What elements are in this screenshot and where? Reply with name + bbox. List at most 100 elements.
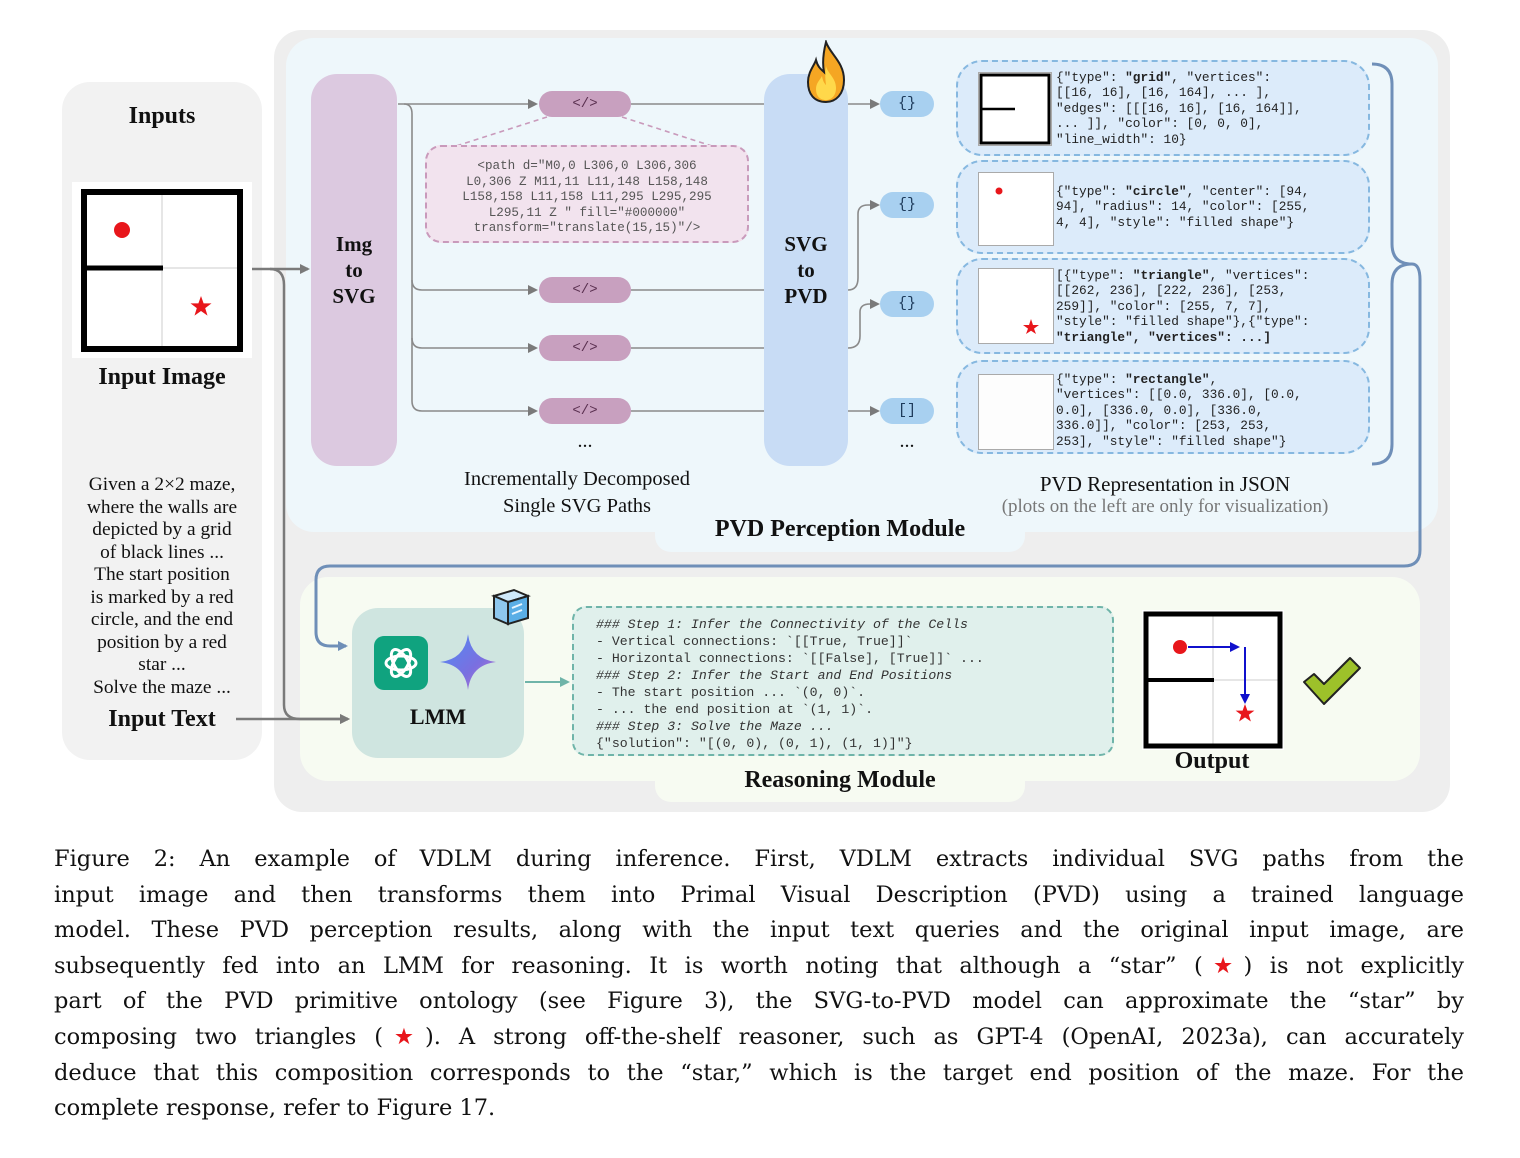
pvd-object-brace: {} xyxy=(880,91,934,117)
svg-path-pill: </> xyxy=(539,277,631,303)
pvd-object-brace: {} xyxy=(880,291,934,317)
input-text-line: Given a 2×2 maze, xyxy=(88,474,236,495)
caption-line: Figure 2: An example of VDLM during infe… xyxy=(54,846,1464,872)
json-line: 4, 4], "style": "filled shape"} xyxy=(1056,214,1295,230)
perception-label-tab xyxy=(655,512,1025,552)
svg-code-box: <path d="M0,0 L306,0 L306,306 L0,306 Z M… xyxy=(425,145,749,243)
json-line: "line_width": 10} xyxy=(1056,131,1187,147)
svg-code-line: <path d="M0,0 L306,0 L306,306 xyxy=(477,159,697,173)
json-grid-box: {"type": "grid", "vertices":[[16, 16], [… xyxy=(956,60,1370,156)
input-image-label: Input Image xyxy=(98,364,226,390)
input-text-line: The start position xyxy=(94,564,230,585)
pvd-ellipsis: ... xyxy=(899,430,915,452)
json-rectangle-text: {"type": "rectangle","vertices": [[0.0, … xyxy=(1056,372,1302,449)
gemini-sparkle-icon xyxy=(440,634,496,690)
input-text-line: circle, and the end xyxy=(90,609,234,630)
caption-line: input image and then transforms them int… xyxy=(54,881,1464,908)
fire-icon xyxy=(806,40,846,104)
circle-preview xyxy=(978,172,1054,246)
svg-code-line: transform="translate(15,15)"/> xyxy=(473,221,701,235)
input-text-line: where the walls are xyxy=(86,496,238,518)
output-label: Output xyxy=(1174,748,1250,774)
svg-code-line: L295,11 Z " fill="#000000" xyxy=(488,205,686,220)
json-grid-text: {"type": "grid", "vertices":[[16, 16], [… xyxy=(1056,70,1302,147)
inputs-title: Inputs xyxy=(128,103,196,129)
svg-code-line: L158,158 L11,158 L11,295 L295,295 xyxy=(462,190,712,204)
json-rectangle-box: {"type": "rectangle","vertices": [[0.0, … xyxy=(956,360,1370,454)
paths-label-line: Incrementally Decomposed xyxy=(464,468,690,490)
json-line: "edges": [[[16, 16], [16, 164]], xyxy=(1056,100,1302,116)
reasoning-label-tab xyxy=(655,760,1025,802)
caption-line: subsequently fed into an LMM for reasoni… xyxy=(54,952,1465,979)
img-to-svg-line: to xyxy=(345,258,363,282)
input-text-line: position by a red xyxy=(97,631,227,653)
img-to-svg-line: Img xyxy=(335,232,373,256)
reasoning-steps-box: ### Step 1: Infer the Connectivity of th… xyxy=(572,606,1114,756)
json-sublabel: (plots on the left are only for visualiz… xyxy=(1001,496,1329,517)
lmm-label: LMM xyxy=(409,704,467,729)
svg-to-pvd-line: SVG xyxy=(784,232,828,256)
step-line: ### Step 1: Infer the Connectivity of th… xyxy=(596,617,968,632)
json-line: "triangle", "vertices": ...] xyxy=(1056,329,1272,345)
json-line: "style": "filled shape"},{"type": xyxy=(1056,314,1310,330)
svg-path-pill: </> xyxy=(539,335,631,361)
input-text-line: is marked by a red xyxy=(90,586,234,608)
json-line: [{"type": "triangle", "vertices": xyxy=(1056,268,1310,283)
json-line: ... ]], "color": [0, 0, 0], xyxy=(1056,116,1264,132)
svg-to-pvd-line: to xyxy=(797,258,815,282)
json-line: "vertices": [[0.0, 336.0], [0.0, xyxy=(1056,387,1302,403)
input-text-line: Solve the maze ... xyxy=(93,676,231,698)
img-to-svg-line: SVG xyxy=(332,284,376,308)
json-line: 94], "radius": 14, "color": [255, xyxy=(1056,199,1310,215)
pvd-array-brace: [] xyxy=(880,398,934,424)
json-label: PVD Representation in JSON xyxy=(1039,472,1291,496)
svg-to-pvd-line: PVD xyxy=(784,284,828,308)
svg-path-pill: </> xyxy=(539,398,631,424)
paths-label: Incrementally Decomposed Single SVG Path… xyxy=(420,466,734,520)
json-line: {"type": "circle", "center": [94, xyxy=(1056,184,1310,199)
json-line: {"type": "rectangle", xyxy=(1056,372,1218,387)
json-line: 259]], "color": [255, 7, 7], xyxy=(1056,298,1272,314)
frozen-cube-icon xyxy=(491,588,531,626)
reasoning-module-label: Reasoning Module xyxy=(744,767,936,793)
paths-label-line: Single SVG Paths xyxy=(502,495,652,517)
json-line: {"type": "grid", "vertices": xyxy=(1056,70,1272,85)
step-line: ### Step 3: Solve the Maze ... xyxy=(596,719,834,734)
step-line: - Horizontal connections: `[[False], [Tr… xyxy=(596,651,984,666)
perception-module-label: PVD Perception Module xyxy=(714,516,966,542)
json-line: [[262, 236], [222, 236], [253, xyxy=(1056,283,1287,299)
json-circle-text: {"type": "circle", "center": [94,94], "r… xyxy=(1056,184,1309,230)
input-text-label: Input Text xyxy=(108,706,216,732)
img-to-svg-block: Img to SVG xyxy=(311,74,397,466)
output-maze-image xyxy=(1142,610,1284,750)
paths-ellipsis: ... xyxy=(577,430,593,452)
step-line: ### Step 2: Infer the Start and End Posi… xyxy=(596,668,953,683)
step-line: - The start position ... `(0, 0)`. xyxy=(596,685,866,700)
triangle-preview xyxy=(978,268,1054,344)
input-text-line: of black lines ... xyxy=(100,541,224,563)
svg-code-line: L0,306 Z M11,11 L11,148 L158,148 xyxy=(466,174,708,189)
caption-line: part of the PVD primitive ontology (see … xyxy=(54,988,1464,1015)
input-text-line: depicted by a grid xyxy=(92,519,232,540)
caption-line: composing two triangles (★). A strong of… xyxy=(54,1023,1464,1050)
step-line: - Vertical connections: `[[True, True]]` xyxy=(596,634,913,649)
json-triangle-box: [{"type": "triangle", "vertices":[[262, … xyxy=(956,258,1370,354)
caption-line: complete response, refer to Figure 17. xyxy=(54,1095,496,1122)
input-text-line: star ... xyxy=(138,654,186,675)
input-maze-image xyxy=(72,182,252,358)
svg-path-pill: </> xyxy=(539,91,631,117)
connector-arrows xyxy=(236,62,1422,724)
caption-line: deduce that this composition corresponds… xyxy=(54,1059,1464,1086)
grid-preview xyxy=(978,72,1052,146)
json-line: 253], "style": "filled shape"} xyxy=(1056,433,1287,449)
caption-line: model. These PVD perception results, alo… xyxy=(54,917,1464,944)
json-line: [[16, 16], [16, 164], ... ], xyxy=(1056,85,1272,101)
svg-to-pvd-block: SVG to PVD xyxy=(764,74,848,466)
json-line: 336.0]], "color": [253, 253, xyxy=(1056,418,1272,434)
rectangle-preview xyxy=(978,374,1054,450)
chatgpt-icon xyxy=(374,636,428,690)
json-line: 0.0], [336.0, 0.0], [336.0, xyxy=(1056,402,1264,418)
step-line: - ... the end position at `(1, 1)`. xyxy=(596,702,873,717)
json-triangle-text: [{"type": "triangle", "vertices":[[262, … xyxy=(1056,268,1309,345)
step-line: {"solution": "[(0, 0), (0, 1), (1, 1)]"} xyxy=(596,736,913,751)
